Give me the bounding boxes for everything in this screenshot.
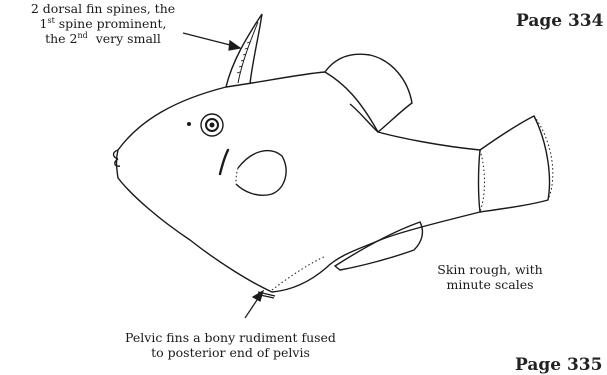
eye bbox=[201, 114, 223, 136]
pelvic-line-1: Pelvic fins a bony rudiment fused bbox=[118, 330, 343, 345]
page-number-bottom: Page 335 bbox=[515, 355, 602, 375]
pelvic-fins-annotation: Pelvic fins a bony rudiment fused to pos… bbox=[118, 330, 343, 360]
pelvic-line-2: to posterior end of pelvis bbox=[118, 345, 343, 360]
spines-line-2: 1st spine prominent, bbox=[3, 16, 203, 31]
soft-dorsal-fin bbox=[325, 54, 412, 132]
skin-annotation: Skin rough, with minute scales bbox=[420, 262, 560, 292]
spines-line-3: the 2nd very small bbox=[3, 31, 203, 46]
pectoral-fin bbox=[236, 151, 286, 196]
fish-body bbox=[117, 72, 481, 292]
caudal-base-dotted bbox=[480, 150, 485, 212]
dorsal-spines-annotation: 2 dorsal fin spines, the 1st spine promi… bbox=[3, 1, 203, 46]
dorsal-spine bbox=[226, 14, 262, 87]
caudal-fin bbox=[480, 116, 549, 212]
gill-slit bbox=[220, 150, 228, 174]
nostril bbox=[187, 122, 191, 126]
pectoral-fin-dotted-base bbox=[236, 168, 238, 184]
skin-line-1: Skin rough, with bbox=[420, 262, 560, 277]
page-number-top: Page 334 bbox=[516, 11, 603, 31]
anal-fin bbox=[335, 222, 422, 270]
spines-line-1: 2 dorsal fin spines, the bbox=[3, 1, 203, 16]
skin-line-2: minute scales bbox=[420, 277, 560, 292]
